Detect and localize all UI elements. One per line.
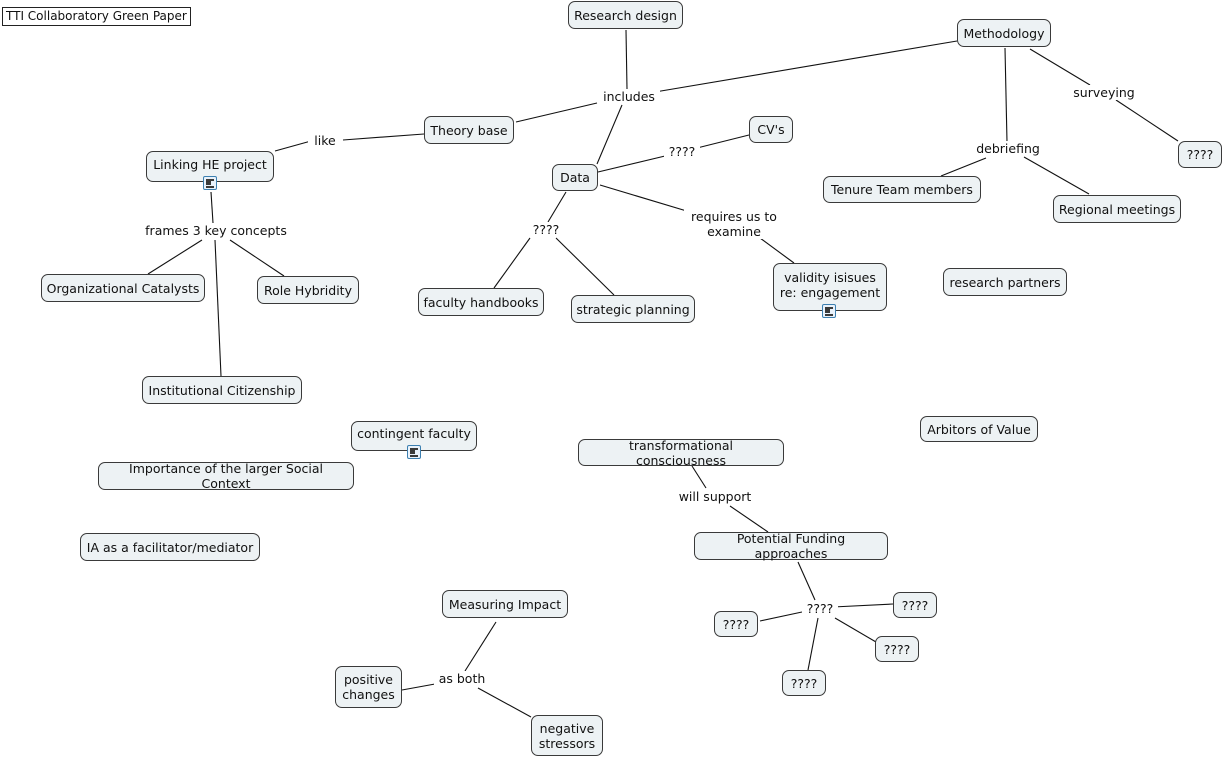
node-validity-issues[interactable]: validity isisues re: engagement <box>773 263 887 311</box>
link-question-q3 <box>834 617 877 643</box>
link-linking-he-frames <box>210 191 214 224</box>
node-funding-question-4[interactable]: ???? <box>782 670 826 696</box>
node-potential-funding-approaches[interactable]: Potential Funding approaches <box>694 531 888 561</box>
link-cvs-question <box>696 134 750 149</box>
link-theory-base-like <box>342 133 425 141</box>
link-question-q1 <box>759 611 803 622</box>
node-regional-meetings[interactable]: Regional meetings <box>1053 195 1181 223</box>
link-methodology-includes <box>654 40 958 93</box>
node-methodology[interactable]: Methodology <box>957 19 1051 47</box>
node-importance-social-context[interactable]: Importance of the larger Social Context <box>98 461 354 491</box>
node-funding-question-1[interactable]: ???? <box>714 611 758 637</box>
link-includes-theory-base <box>515 102 598 123</box>
link-debriefing-tenure-team <box>940 157 987 177</box>
link-methodology-surveying <box>1029 48 1091 86</box>
node-research-design[interactable]: Research design <box>568 1 683 29</box>
node-cvs[interactable]: CV's <box>749 116 793 143</box>
phrase-frames-key-concepts[interactable]: frames 3 key concepts <box>141 223 291 238</box>
phrase-will-support[interactable]: will support <box>674 489 756 504</box>
node-strategic-planning[interactable]: strategic planning <box>571 295 695 323</box>
document-icon[interactable] <box>203 176 217 190</box>
link-question-data <box>597 155 666 173</box>
link-question-q2 <box>832 603 894 608</box>
node-arbitors-of-value[interactable]: Arbitors of Value <box>920 416 1038 442</box>
link-funding-question <box>797 561 816 601</box>
phrase-debriefing[interactable]: debriefing <box>970 141 1046 156</box>
node-surveying-question[interactable]: ???? <box>1178 141 1222 168</box>
link-like-linking-he <box>274 140 312 152</box>
link-question-strategic-planning <box>555 237 615 296</box>
link-includes-data <box>596 104 623 165</box>
phrase-question-funding[interactable]: ???? <box>802 601 838 616</box>
link-question-faculty-handbooks <box>493 237 531 289</box>
node-data[interactable]: Data <box>552 164 598 191</box>
node-research-partners[interactable]: research partners <box>943 268 1067 296</box>
phrase-as-both[interactable]: as both <box>434 671 490 686</box>
link-frames-inst-citizenship <box>214 239 222 377</box>
link-data-question <box>547 191 567 223</box>
link-requires-validity <box>759 237 795 264</box>
node-tenure-team-members[interactable]: Tenure Team members <box>823 176 981 203</box>
phrase-includes[interactable]: includes <box>598 89 660 104</box>
phrase-like[interactable]: like <box>308 133 342 148</box>
node-negative-stressors[interactable]: negative stressors <box>531 715 603 756</box>
node-organizational-catalysts[interactable]: Organizational Catalysts <box>41 274 205 302</box>
phrase-requires-examine[interactable]: requires us to examine <box>684 209 784 239</box>
link-measuring-as-both <box>464 621 497 672</box>
document-icon[interactable] <box>407 445 421 459</box>
node-funding-question-3[interactable]: ???? <box>875 636 919 662</box>
link-debriefing-regional-meetings <box>1023 156 1090 195</box>
link-frames-org-catalysts <box>147 239 203 275</box>
link-transformational-will-support <box>691 465 707 489</box>
node-positive-changes[interactable]: positive changes <box>335 666 402 708</box>
node-theory-base[interactable]: Theory base <box>424 116 514 144</box>
node-funding-question-2[interactable]: ???? <box>893 592 937 618</box>
link-as-both-positive <box>401 683 436 691</box>
node-measuring-impact[interactable]: Measuring Impact <box>442 590 568 618</box>
phrase-question-data[interactable]: ???? <box>527 222 565 237</box>
node-role-hybridity[interactable]: Role Hybridity <box>257 276 359 304</box>
document-icon[interactable] <box>822 304 836 318</box>
link-frames-role-hybridity <box>229 239 285 277</box>
link-question-q4 <box>807 617 819 671</box>
node-linking-he-project[interactable]: Linking HE project <box>146 151 274 182</box>
phrase-question-cvs[interactable]: ???? <box>664 144 700 159</box>
link-data-requires <box>599 184 691 213</box>
link-methodology-debriefing <box>1004 47 1008 143</box>
phrase-surveying[interactable]: surveying <box>1068 85 1140 100</box>
node-ia-facilitator-mediator[interactable]: IA as a facilitator/mediator <box>80 533 260 561</box>
link-research-design-includes <box>625 29 628 90</box>
node-transformational-consciousness[interactable]: transformational consciousness <box>578 438 784 468</box>
link-will-support-funding <box>729 505 769 533</box>
map-title: TTI Collaboratory Green Paper <box>2 7 191 26</box>
link-as-both-negative <box>477 687 532 718</box>
node-faculty-handbooks[interactable]: faculty handbooks <box>418 288 544 316</box>
link-surveying-question <box>1115 99 1179 142</box>
node-institutional-citizenship[interactable]: Institutional Citizenship <box>142 376 302 404</box>
